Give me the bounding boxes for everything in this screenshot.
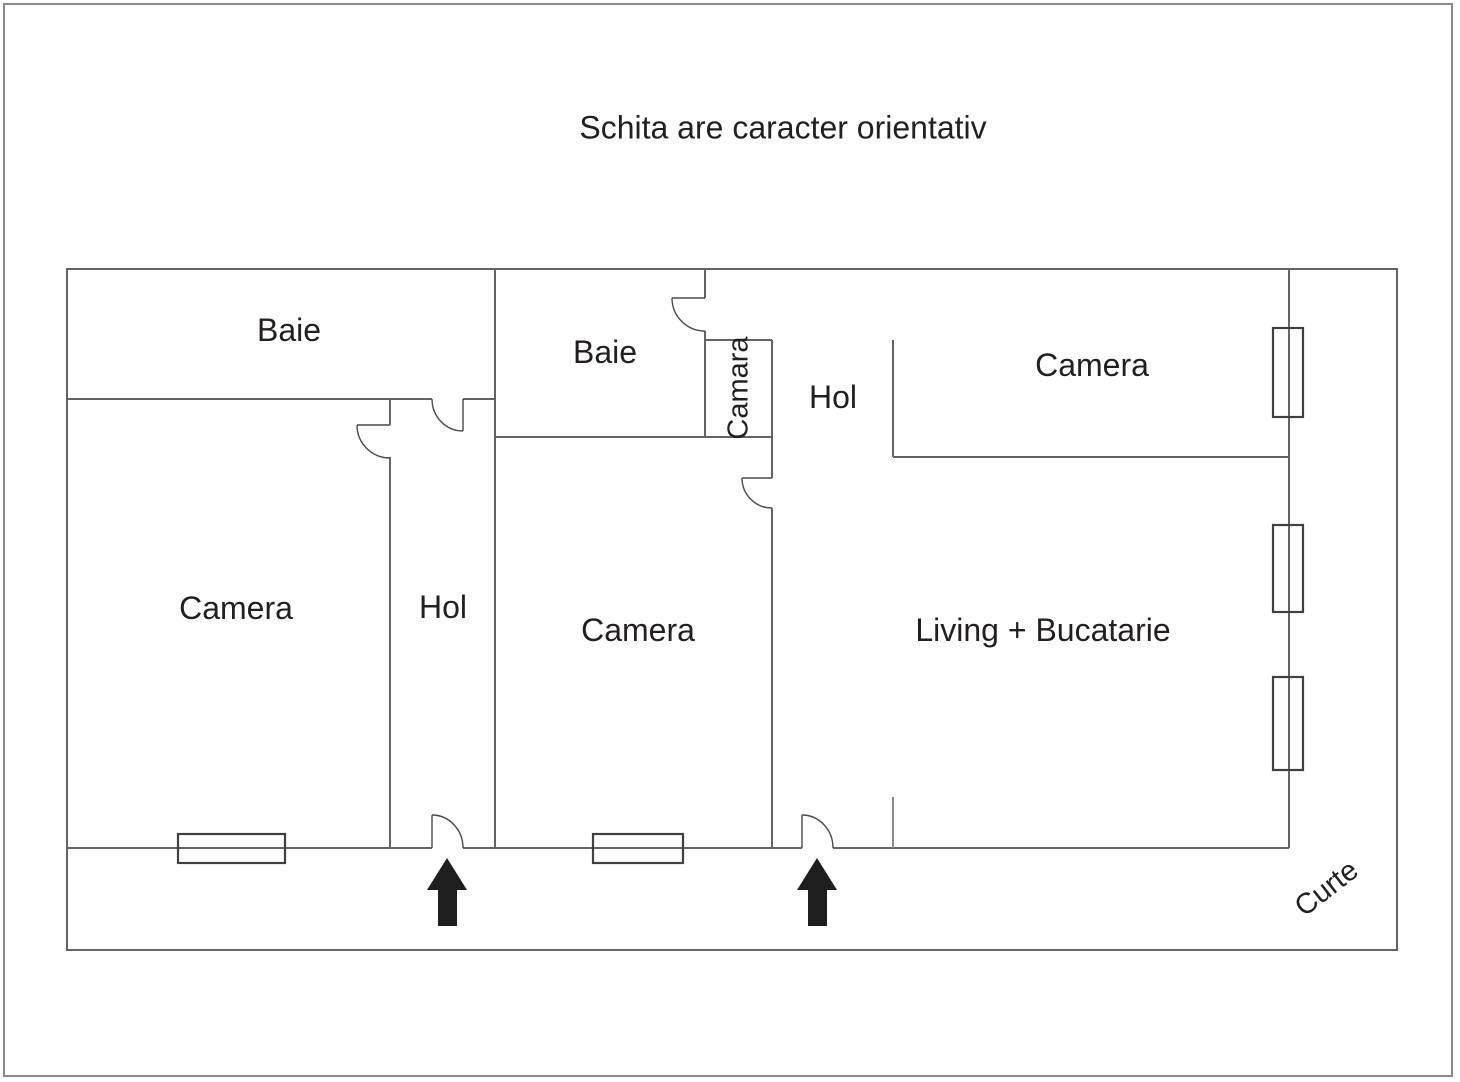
door-swing-arc-icon <box>431 398 464 432</box>
door-swing-arc-icon <box>671 297 706 332</box>
window-symbol-icon <box>176 832 287 865</box>
outer-walls <box>66 268 1398 951</box>
room-label-baie-left: Baie <box>256 312 322 348</box>
room-label-camera-middle: Camera <box>581 612 695 648</box>
room-label-living-bucatarie: Living + Bucatarie <box>915 612 1171 648</box>
up-arrow-icon <box>427 858 467 926</box>
interior-walls <box>67 269 1290 849</box>
room-label-camera-left: Camera <box>179 590 293 626</box>
door-swing-arc-icon <box>741 477 773 509</box>
up-arrow-icon <box>797 858 837 926</box>
door-swing-arc-icon <box>356 424 391 459</box>
room-label-camara: Camara <box>722 336 755 440</box>
door-swing-arc-icon <box>431 814 464 849</box>
window-symbol-icon <box>1271 675 1305 772</box>
door-leaves <box>357 297 803 848</box>
page-title: Schita are caracter orientativ <box>579 109 987 146</box>
room-label-camera-top-right: Camera <box>1035 347 1149 383</box>
window-symbol-icon <box>591 832 685 865</box>
room-label-hol-right: Hol <box>808 379 858 415</box>
door-swing-arc-icon <box>801 814 834 849</box>
window-symbol-icon <box>1271 523 1305 614</box>
window-symbol-icon <box>1271 326 1305 419</box>
room-label-hol-left: Hol <box>418 589 468 625</box>
room-label-baie-middle: Baie <box>572 334 638 370</box>
